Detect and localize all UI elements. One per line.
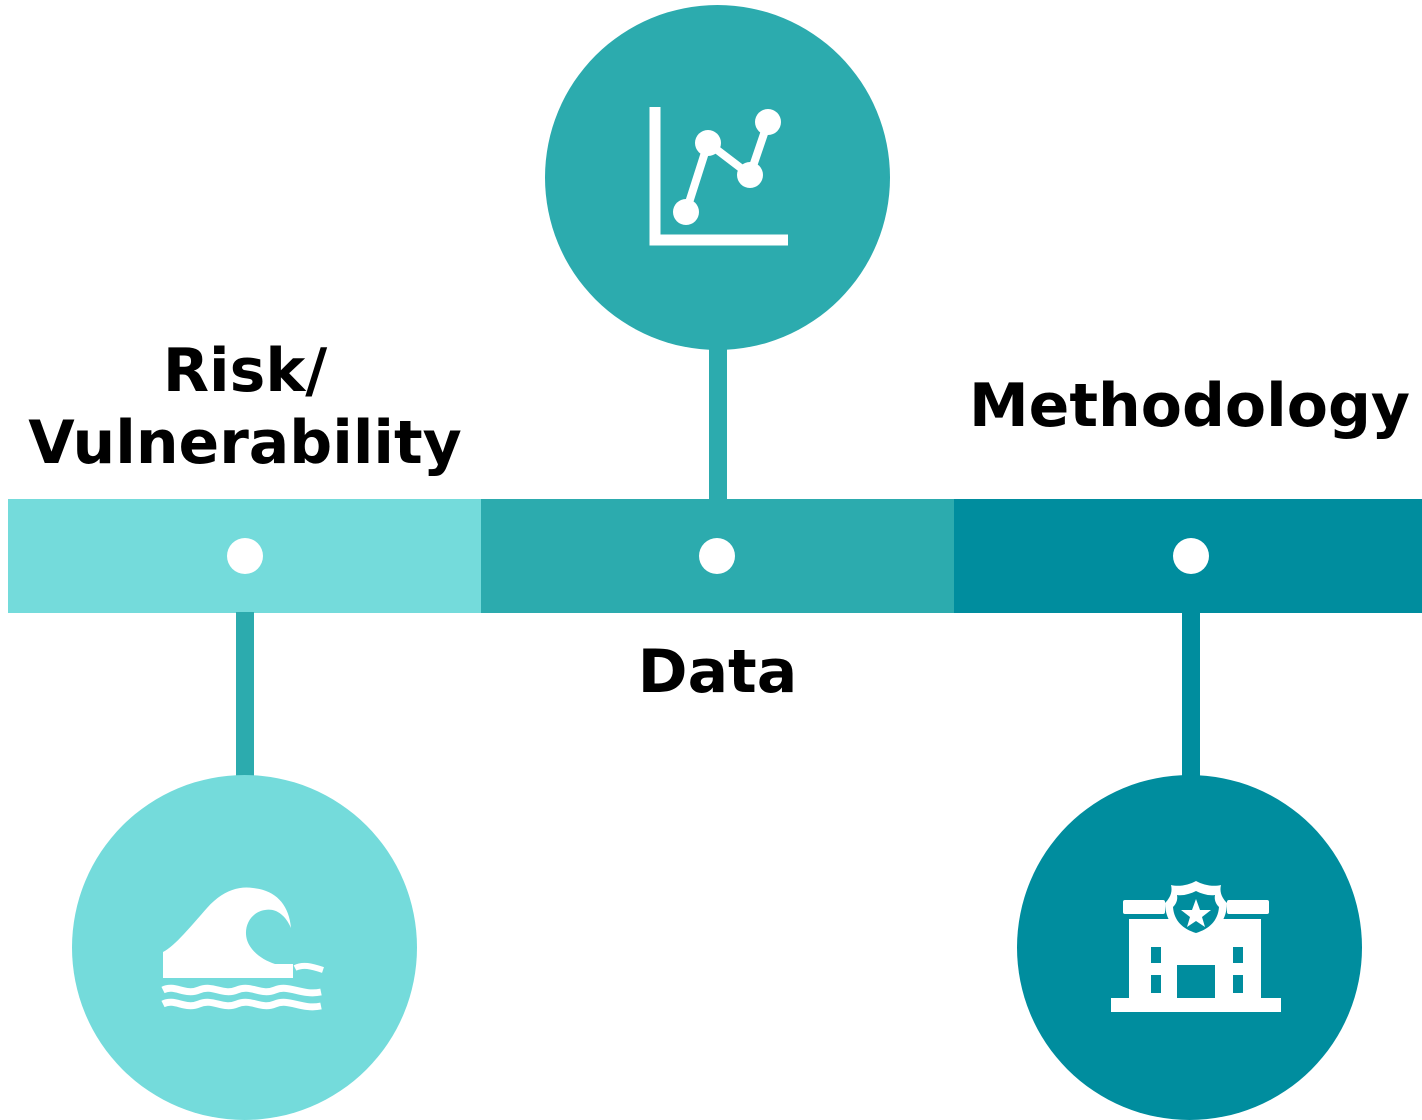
label-risk-line-2: Vulnerability	[28, 408, 462, 478]
label-data: Data	[560, 636, 875, 708]
circle-data	[545, 5, 890, 350]
label-data-line-1: Data	[637, 637, 798, 707]
wave-icon	[161, 887, 324, 1011]
timeline-dot-methodology	[1173, 538, 1209, 574]
connector-risk	[236, 612, 254, 784]
connector-data	[709, 340, 727, 500]
label-methodology-line-1: Methodology	[968, 371, 1411, 441]
police-station-icon	[1111, 881, 1281, 1012]
line-chart-icon	[649, 107, 788, 246]
label-risk-line-1: Risk/	[162, 336, 328, 406]
timeline-dot-data	[699, 538, 735, 574]
label-methodology: Methodology	[962, 370, 1417, 442]
timeline-dot-risk	[227, 538, 263, 574]
label-risk-vulnerability: Risk/ Vulnerability	[0, 335, 490, 479]
connector-methodology	[1182, 612, 1200, 784]
